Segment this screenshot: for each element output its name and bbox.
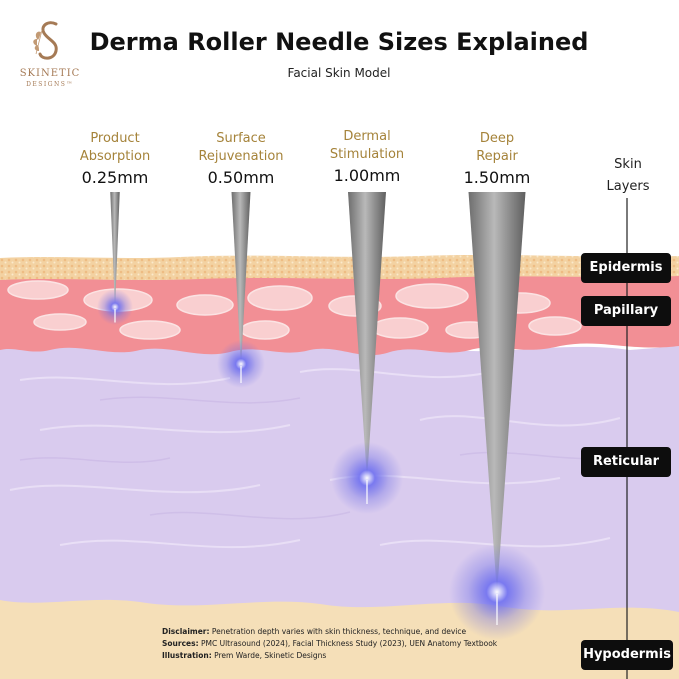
layer-label-hypodermis: Hypodermis xyxy=(581,640,673,670)
sources-label: Sources: xyxy=(162,639,199,648)
brand-tagline: DESIGNS™ xyxy=(10,81,90,88)
needle-purpose: Rejuvenation xyxy=(176,148,306,166)
needle-size: 1.50mm xyxy=(432,168,562,188)
brand-logo: SKINETIC DESIGNS™ xyxy=(10,18,90,88)
needle-purpose: Surface xyxy=(176,130,306,148)
needle-size: 0.25mm xyxy=(50,168,180,188)
needle-size: 0.50mm xyxy=(176,168,306,188)
needle-label-0: Product Absorption 0.25mm xyxy=(50,130,180,188)
legend-title-line: Skin xyxy=(590,154,666,176)
needle-label-2: Dermal Stimulation 1.00mm xyxy=(302,128,432,186)
layer-label-papillary: Papillary xyxy=(581,296,671,326)
needle-label-1: Surface Rejuvenation 0.50mm xyxy=(176,130,306,188)
needle-label-3: Deep Repair 1.50mm xyxy=(432,130,562,188)
illustration-label: Illustration: xyxy=(162,651,212,660)
illustration-text: Prem Warde, Skinetic Designs xyxy=(212,651,327,660)
brand-name: SKINETIC xyxy=(10,68,90,79)
needle-purpose: Stimulation xyxy=(302,146,432,164)
page-subtitle: Facial Skin Model xyxy=(84,66,594,80)
needle-purpose: Dermal xyxy=(302,128,432,146)
layer-label-epidermis: Epidermis xyxy=(581,253,671,283)
needle-purpose: Product xyxy=(50,130,180,148)
illustration-line: Illustration: Prem Warde, Skinetic Desig… xyxy=(162,650,562,662)
disclaimer-label: Disclaimer: xyxy=(162,627,210,636)
page-title: Derma Roller Needle Sizes Explained xyxy=(84,28,594,56)
legend-title-line: Layers xyxy=(590,176,666,198)
needle-purpose: Repair xyxy=(432,148,562,166)
needle-purpose: Deep xyxy=(432,130,562,148)
layer-label-reticular: Reticular xyxy=(581,447,671,477)
footnote: Disclaimer: Penetration depth varies wit… xyxy=(162,626,562,662)
skin-layers-legend-title: Skin Layers xyxy=(590,154,666,198)
disclaimer-text: Penetration depth varies with skin thick… xyxy=(210,627,467,636)
s-monogram-leaf-icon xyxy=(30,18,70,66)
sources-text: PMC Ultrasound (2024), Facial Thickness … xyxy=(199,639,498,648)
sources-line: Sources: PMC Ultrasound (2024), Facial T… xyxy=(162,638,562,650)
needle-purpose: Absorption xyxy=(50,148,180,166)
disclaimer-line: Disclaimer: Penetration depth varies wit… xyxy=(162,626,562,638)
needle-size: 1.00mm xyxy=(302,166,432,186)
